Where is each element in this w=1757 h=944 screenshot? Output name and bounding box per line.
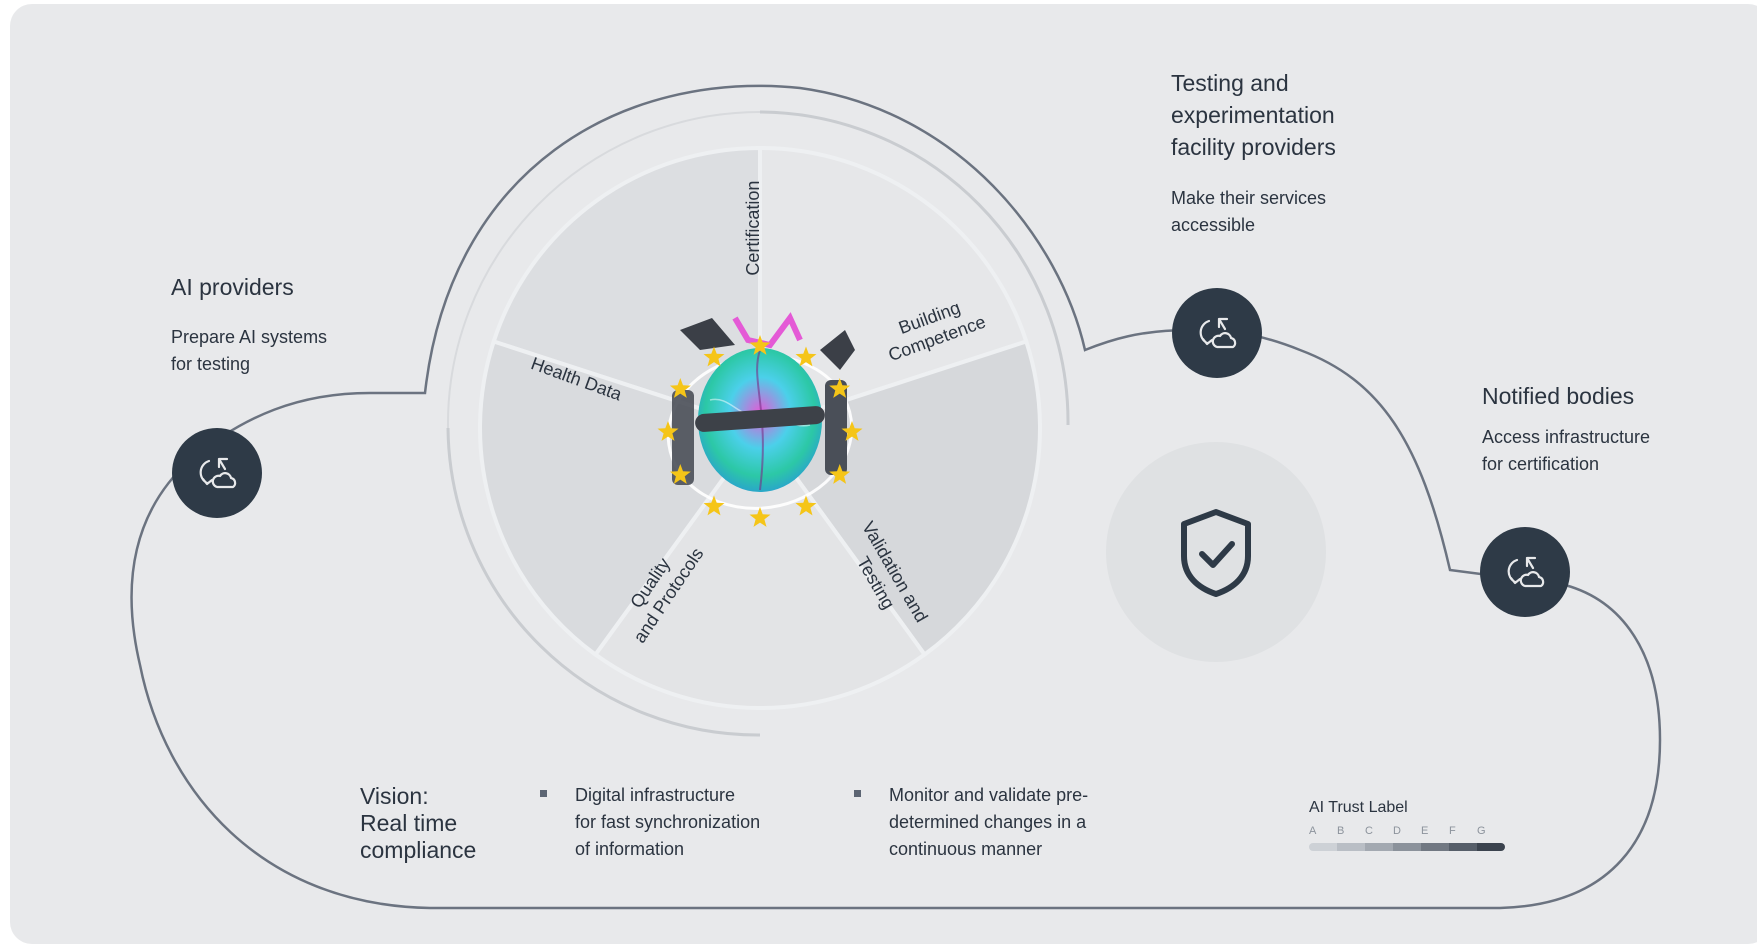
actor-notified-bodies-description: Access infrastructure for certification [1482, 424, 1650, 478]
actor-notified-description-line-1: Access infrastructure [1482, 427, 1651, 447]
vision-bullet-1-line-1: Digital infrastructure [575, 785, 736, 805]
trust-grade-b: B [1337, 825, 1345, 837]
eu-star-icon [829, 464, 851, 484]
bullet-marker-2 [854, 790, 861, 797]
vision-bullet-2: Monitor and validate pre- determined cha… [889, 782, 1088, 863]
actor-tef-title-line-1: Testing and [1171, 70, 1289, 96]
actor-ai-providers-title: AI providers [171, 274, 294, 300]
trust-grade-e: E [1421, 825, 1429, 837]
trust-grade-bar-c [1365, 843, 1393, 851]
trust-grade-f: F [1449, 825, 1457, 837]
actor-notified-bodies-title: Notified bodies [1482, 383, 1635, 409]
wheel-segment-4 [592, 424, 928, 710]
actor-tef-title-line-2: experimentation [1171, 102, 1335, 128]
actor-notified-description-line-2: for certification [1482, 454, 1600, 474]
eu-star-icon [657, 421, 679, 441]
vision-heading-line-1: Vision: [360, 783, 429, 809]
vision-bullet-2-line-2: determined changes in a [889, 812, 1087, 832]
actor-tef-description-line-1: Make their services [1171, 188, 1327, 208]
vision-heading-line-3: compliance [360, 837, 477, 863]
eu-star-icon [703, 495, 725, 516]
vision-bullet-1-line-2: for fast synchronization [575, 812, 761, 832]
eu-star-icon [669, 464, 691, 484]
ai-trust-label-scale [1309, 843, 1505, 851]
wheel-segment-label-1: Certification [743, 181, 763, 276]
actor-ai-providers-description-line-1: Prepare AI systems [171, 327, 328, 347]
trust-grade-g: G [1477, 825, 1487, 837]
actor-ai-providers-description: Prepare AI systems for testing [171, 324, 327, 378]
trust-grade-d: D [1393, 825, 1402, 837]
cloud-sync-icon [1480, 527, 1570, 617]
trust-grade-bar-f [1449, 843, 1477, 851]
vision-heading-line-2: Real time [360, 810, 458, 836]
eu-star-icon [829, 378, 851, 398]
actor-ai-providers-description-line-2: for testing [171, 354, 251, 374]
vision-bullet-2-line-3: continuous manner [889, 839, 1043, 859]
trust-grade-a: A [1309, 825, 1317, 837]
trust-grade-bar-g [1477, 843, 1505, 851]
trust-grade-bar-b [1337, 843, 1365, 851]
actor-tef-providers-description: Make their services accessible [1171, 185, 1326, 239]
vision-bullet-1: Digital infrastructure for fast synchron… [575, 782, 760, 863]
cloud-sync-icon [1172, 288, 1262, 378]
eu-star-icon [795, 495, 817, 516]
shield-circle [1106, 442, 1326, 662]
robot-brain-eu-stars-icon [657, 312, 863, 527]
eu-star-icon [669, 378, 691, 398]
eu-star-icon [841, 421, 863, 441]
vision-bullet-1-line-3: of information [575, 839, 685, 859]
wheel-outer-ring [759, 110, 1070, 426]
bullet-marker-1 [540, 790, 547, 797]
eu-star-icon [795, 346, 817, 367]
trust-grade-bar-e [1421, 843, 1449, 851]
trust-grade-c: C [1365, 825, 1374, 837]
wheel-outer-ring-lower [446, 427, 761, 737]
actor-tef-description-line-2: accessible [1171, 215, 1256, 235]
trust-grade-bar-a [1309, 843, 1337, 851]
actor-tef-providers-title: Testing and experimentation facility pro… [1171, 67, 1336, 163]
eu-star-icon [749, 507, 771, 527]
ai-trust-label-grades: A B C D E F G [1309, 825, 1505, 837]
ai-trust-label-title: AI Trust Label [1309, 799, 1408, 816]
cloud-sync-icon [172, 428, 262, 518]
wheel-segment-2 [758, 145, 1029, 431]
vision-bullet-2-line-1: Monitor and validate pre- [889, 785, 1089, 805]
ai-trust-label: AI Trust Label A B C D E F G [1309, 799, 1505, 851]
eu-star-icon [749, 335, 771, 355]
wheel-outer-ring-left [446, 111, 761, 429]
eu-star-icon [703, 346, 725, 367]
wheel-segment-1 [491, 145, 762, 431]
shield-check-icon [1181, 509, 1251, 597]
trust-grade-bar-d [1393, 843, 1421, 851]
actor-tef-title-line-3: facility providers [1171, 134, 1336, 160]
vision-heading: Vision: Real time compliance [360, 783, 476, 864]
